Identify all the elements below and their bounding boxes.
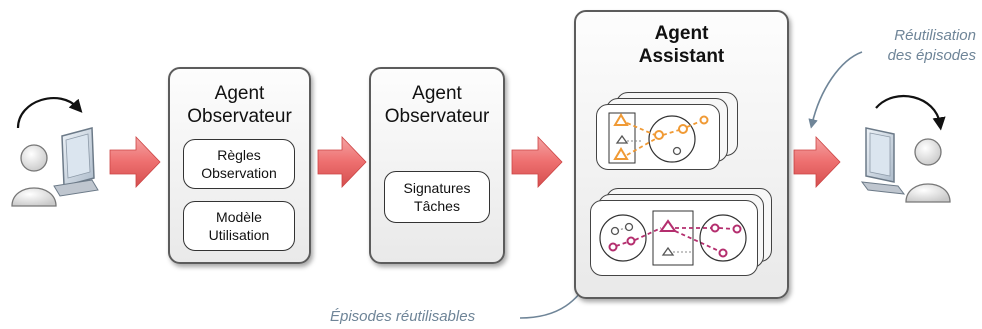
triangle-icon bbox=[659, 219, 677, 232]
reusable-episodes-note: Épisodes réutilisables bbox=[330, 308, 520, 326]
task-signatures-box: Signatures Tâches bbox=[384, 171, 490, 223]
cycle-arrow-icon bbox=[16, 97, 83, 129]
assistant-agent-title-line2: Assistant bbox=[638, 46, 725, 67]
triangle-icon bbox=[613, 147, 629, 160]
assistant-agent-title-line1: Agent bbox=[654, 23, 709, 44]
usage-model-box: Modèle Utilisation bbox=[183, 201, 295, 251]
observer-agent-1-box: Agent Observateur Règles Observation Mod… bbox=[168, 67, 311, 264]
flow-arrow-icon bbox=[793, 136, 841, 188]
episode-card-magenta bbox=[590, 200, 758, 276]
observation-rules-line1: Règles bbox=[217, 147, 261, 163]
flow-arrow-icon bbox=[511, 136, 563, 188]
observer-agent-1-title: Agent Observateur bbox=[170, 82, 309, 128]
assistant-agent-box: Agent Assistant bbox=[574, 10, 789, 299]
circle-node-icon bbox=[648, 115, 696, 163]
task-signatures-line1: Signatures bbox=[403, 180, 471, 196]
person-icon bbox=[11, 144, 57, 207]
triangle-icon bbox=[661, 246, 675, 256]
reusable-episodes-label: Épisodes réutilisables bbox=[330, 308, 476, 325]
observer-agent-2-title-line1: Agent bbox=[412, 83, 462, 104]
flow-arrow-icon bbox=[317, 136, 367, 188]
reuse-leader-line bbox=[808, 51, 863, 129]
flow-arrow-icon bbox=[109, 136, 161, 188]
circle-node-icon bbox=[599, 214, 647, 262]
observer-agent-1-title-line2: Observateur bbox=[187, 106, 292, 127]
triangle-icon bbox=[615, 134, 629, 144]
observation-rules-line2: Observation bbox=[201, 165, 277, 181]
observer-agent-2-box: Agent Observateur Signatures Tâches bbox=[369, 67, 505, 264]
assistant-agent-title: Agent Assistant bbox=[576, 22, 787, 68]
orange-episode-graph bbox=[608, 112, 709, 164]
observation-rules-box: Règles Observation bbox=[183, 139, 295, 189]
reuse-episodes-note: Réutilisation des épisodes bbox=[866, 26, 976, 66]
cycle-arrow-icon bbox=[875, 94, 946, 131]
observer-agent-2-title: Agent Observateur bbox=[371, 82, 503, 128]
user-computer-icon-right bbox=[860, 94, 951, 203]
episode-card-orange bbox=[596, 104, 720, 170]
person-icon bbox=[905, 138, 951, 203]
task-signatures-line2: Tâches bbox=[414, 198, 460, 214]
reuse-episodes-line1: Réutilisation bbox=[894, 27, 976, 44]
usage-model-line1: Modèle bbox=[216, 209, 262, 225]
observer-agent-2-title-line2: Observateur bbox=[384, 106, 490, 127]
observer-agent-1-title-line1: Agent bbox=[214, 83, 265, 104]
circle-node-icon bbox=[699, 214, 747, 262]
user-computer-icon-left bbox=[11, 97, 99, 207]
usage-model-line2: Utilisation bbox=[208, 227, 270, 243]
reuse-episodes-line2: des épisodes bbox=[887, 47, 976, 64]
magenta-episode-graph bbox=[599, 210, 747, 266]
triangle-icon bbox=[613, 113, 629, 126]
